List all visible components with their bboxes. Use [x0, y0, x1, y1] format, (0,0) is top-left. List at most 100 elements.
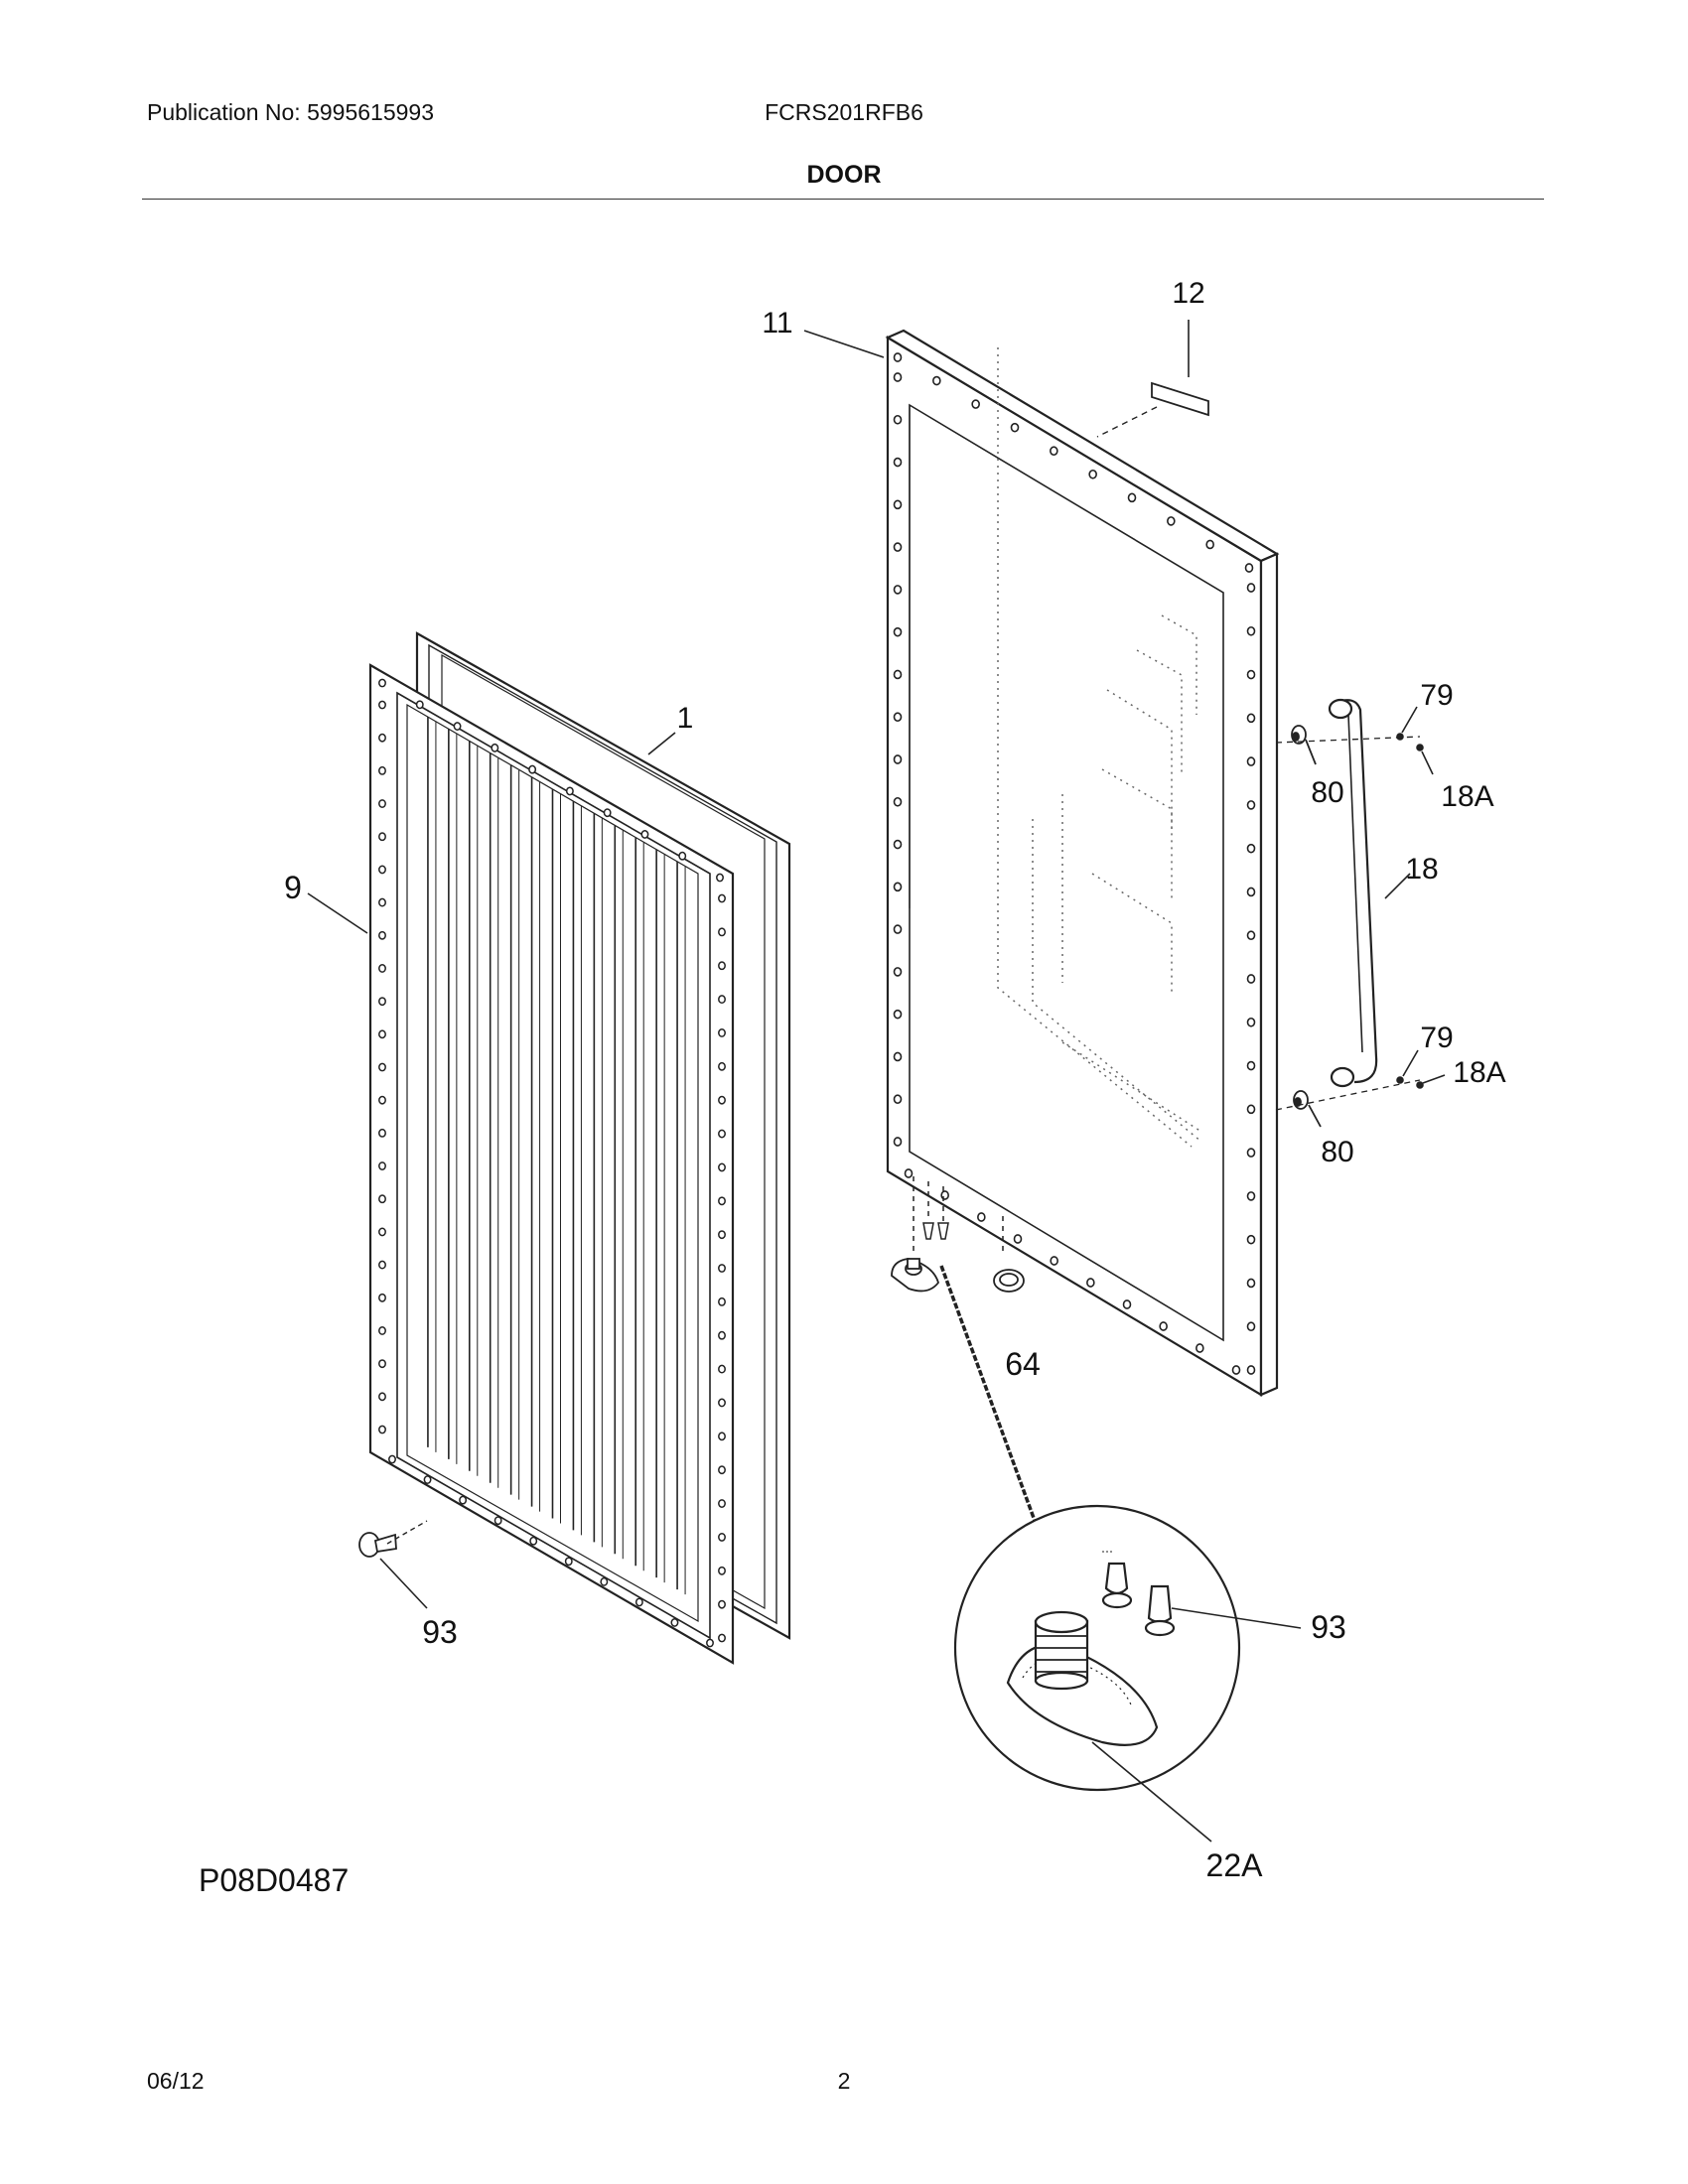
screw-hole	[1127, 492, 1137, 503]
screw-hole	[378, 832, 386, 842]
screw-hole	[1231, 1365, 1241, 1375]
screw-hole	[678, 851, 687, 861]
screw-hole	[718, 1633, 726, 1643]
screw-hole	[893, 924, 903, 934]
screw-hole	[603, 808, 612, 818]
cap	[993, 1269, 1025, 1293]
screw-hole	[493, 1516, 502, 1526]
callout-1: 1	[677, 702, 694, 735]
screw-hole	[893, 967, 903, 977]
screw-hole	[459, 1495, 468, 1505]
screw-hole	[893, 372, 903, 382]
screw-hole	[1246, 1234, 1256, 1245]
callout-93-left: 93	[422, 1614, 458, 1650]
callout-9: 9	[284, 870, 302, 905]
screw-hole	[378, 1029, 386, 1039]
screw-hole	[378, 1425, 386, 1434]
screw-hole	[423, 1475, 432, 1484]
model-number: FCRS201RFB6	[765, 99, 923, 125]
screw-hole	[718, 1061, 726, 1071]
screw-hole	[893, 542, 903, 552]
screw-hole	[718, 1230, 726, 1240]
screw-hole	[378, 765, 386, 775]
screw-hole	[388, 1454, 396, 1464]
screw-hole	[718, 1599, 726, 1609]
screw-hole	[378, 1062, 386, 1072]
screw-hole	[1246, 1191, 1256, 1201]
screw-hole	[893, 754, 903, 764]
callout-18a-bottom: 18A	[1453, 1056, 1505, 1089]
screw-hole	[1246, 1148, 1256, 1158]
screw-hole	[716, 873, 724, 883]
screw-hole	[378, 678, 386, 688]
callout-64: 64	[1005, 1346, 1041, 1382]
fastener-left	[358, 1532, 397, 1558]
screw-hole	[491, 743, 499, 752]
screw-hole	[1196, 1343, 1204, 1353]
screw-hole	[1246, 974, 1256, 984]
screw-hole	[1246, 800, 1256, 810]
screw-hole	[378, 1128, 386, 1138]
screw-hole	[718, 1028, 726, 1037]
screw-hole	[1246, 1060, 1256, 1071]
header-divider	[142, 199, 1544, 200]
hinge-screws	[922, 1222, 949, 1240]
screw-hole	[670, 1618, 679, 1627]
screw-hole	[1010, 422, 1020, 433]
screw-hole	[718, 1095, 726, 1105]
screw-hole	[1246, 756, 1256, 766]
screw-hole	[718, 1499, 726, 1508]
screw-hole	[893, 457, 903, 468]
screw-hole	[1246, 625, 1256, 636]
screw-hole	[718, 927, 726, 937]
screw-hole	[706, 1638, 714, 1648]
screw-hole	[378, 700, 386, 710]
screw-hole	[718, 961, 726, 971]
callout-12: 12	[1172, 277, 1204, 310]
screw-hole	[893, 1009, 903, 1020]
screw-hole	[1246, 930, 1256, 941]
screw-hole	[378, 1359, 386, 1369]
screw-hole	[600, 1576, 609, 1586]
screw-hole	[378, 1227, 386, 1237]
screw-hole	[904, 1168, 914, 1178]
detail-magnifier	[953, 1504, 1241, 1792]
screw-hole	[893, 585, 903, 595]
screw-hole	[1246, 1321, 1256, 1332]
callout-93-detail: 93	[1311, 1609, 1346, 1645]
liner	[368, 663, 735, 1665]
callout-80-bottom: 80	[1321, 1136, 1353, 1168]
screw-hole	[718, 995, 726, 1005]
screw-hole	[378, 733, 386, 743]
screw-hole	[718, 1566, 726, 1575]
screw-hole	[378, 997, 386, 1007]
screw-hole	[564, 1557, 573, 1567]
footer-date: 06/12	[147, 2068, 205, 2094]
screw-hole	[565, 786, 574, 796]
screw-hole	[893, 839, 903, 850]
callout-18a-top: 18A	[1441, 780, 1493, 813]
label-plate	[1096, 320, 1209, 438]
spacer-bottom	[1293, 1090, 1322, 1128]
callout-79-top: 79	[1420, 679, 1453, 712]
screw-hole	[1088, 469, 1097, 479]
screw-hole	[378, 865, 386, 875]
page-number: 2	[837, 2068, 851, 2094]
screw-hole	[718, 1465, 726, 1475]
screw-hole	[1050, 1256, 1058, 1266]
screw-hole	[718, 1297, 726, 1306]
screw-hole	[453, 722, 462, 731]
screw-hole	[718, 1162, 726, 1172]
screw-hole	[893, 414, 903, 425]
screw-hole	[1246, 1365, 1256, 1375]
screw-hole	[1159, 1321, 1168, 1331]
screw-hole	[1246, 843, 1256, 854]
screw-hole	[893, 499, 903, 510]
screw-hole	[378, 964, 386, 973]
screw-hole	[378, 1260, 386, 1270]
screw-hole	[378, 1095, 386, 1105]
door-panel	[885, 329, 1280, 1397]
screw-hole	[634, 1597, 643, 1607]
screw-hole	[718, 1330, 726, 1340]
